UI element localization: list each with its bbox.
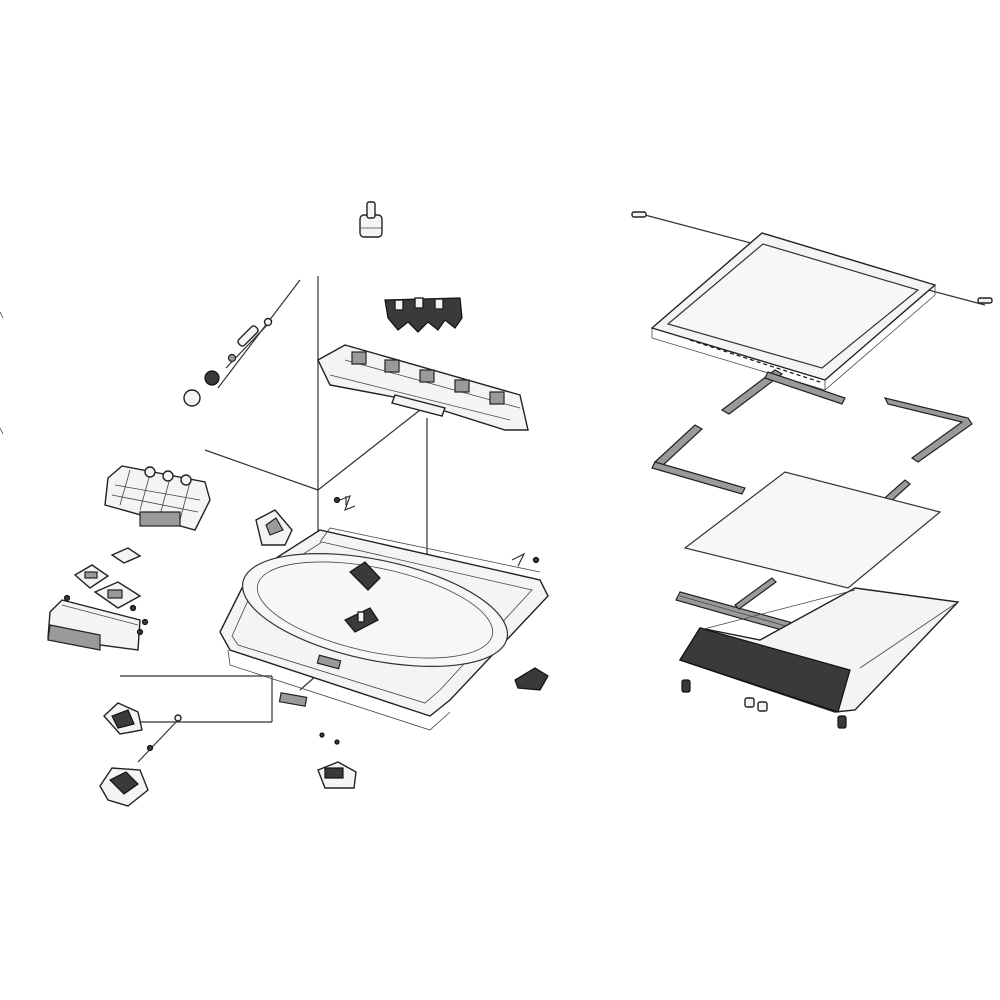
softener-cup xyxy=(255,509,293,546)
hinge-assembly-left xyxy=(99,702,182,807)
lid-rail-right xyxy=(883,397,973,463)
lid-rail-front xyxy=(651,424,746,495)
hinge-right-part xyxy=(514,667,549,691)
edge-marks xyxy=(0,311,4,435)
lid-frame-bottom xyxy=(678,587,960,713)
control-panel-bracket xyxy=(317,344,529,431)
dispenser-housing xyxy=(104,465,211,531)
lid-small-rail xyxy=(734,577,777,610)
tiny-pins xyxy=(319,732,340,745)
lid-glass-panel xyxy=(683,471,942,589)
lid-rail-left xyxy=(720,369,846,415)
dispenser-small-parts xyxy=(63,547,142,612)
top-cover-main xyxy=(219,527,549,731)
dispenser-drawer xyxy=(47,599,149,651)
switch-connector-part xyxy=(384,297,463,333)
lid-lock-bracket xyxy=(344,607,379,633)
spring-clips xyxy=(333,494,540,567)
cover-clip-part xyxy=(278,692,308,707)
lid-fasteners xyxy=(681,679,847,729)
lid-frame-top xyxy=(650,232,937,391)
lid-switch-part xyxy=(317,761,357,789)
lid-shaft-assembly xyxy=(183,317,273,407)
knob-cap-part xyxy=(359,201,383,238)
